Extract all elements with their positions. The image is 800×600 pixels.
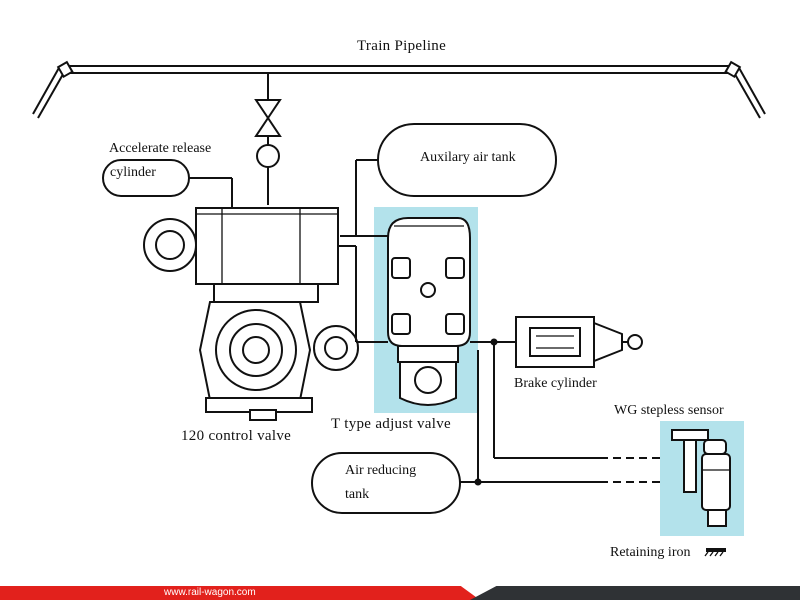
footer-dark-band <box>470 586 800 600</box>
control-valve-120 <box>143 207 359 421</box>
retaining-iron-label: Retaining iron <box>610 545 691 560</box>
air-reducing-tank <box>311 452 461 514</box>
control-valve-label: 120 control valve <box>181 428 291 444</box>
wg-stepless-sensor <box>671 429 731 527</box>
wg-stepless-sensor-label: WG stepless sensor <box>614 403 724 418</box>
train-pipeline <box>32 60 766 119</box>
accelerate-release-cylinder-label: cylinder <box>110 165 156 180</box>
auxiliary-air-tank-label: Auxilary air tank <box>420 150 516 165</box>
accelerate-release-label: Accelerate release <box>109 141 211 156</box>
brake-cylinder <box>515 316 643 368</box>
air-reducing-tank-label: tank <box>345 487 369 502</box>
t-type-adjust-valve-label: T type adjust valve <box>331 416 451 432</box>
brake-cylinder-label: Brake cylinder <box>514 376 597 391</box>
brake-system-diagram: Train Pipeline Accelerate release cylind… <box>32 38 766 560</box>
auxiliary-air-tank <box>340 123 557 237</box>
air-reducing-label: Air reducing <box>345 463 416 478</box>
footer-bar: www.rail-wagon.com <box>0 586 800 600</box>
footer-url-link[interactable]: www.rail-wagon.com <box>164 587 256 598</box>
footer-red-band <box>0 586 480 600</box>
cut-off-valve <box>254 73 282 205</box>
connecting-pipes <box>460 338 660 486</box>
accelerate-release-cylinder <box>102 159 233 208</box>
train-pipeline-label: Train Pipeline <box>357 38 446 54</box>
t-type-adjust-valve <box>356 217 471 406</box>
retaining-iron-symbol <box>704 548 726 557</box>
